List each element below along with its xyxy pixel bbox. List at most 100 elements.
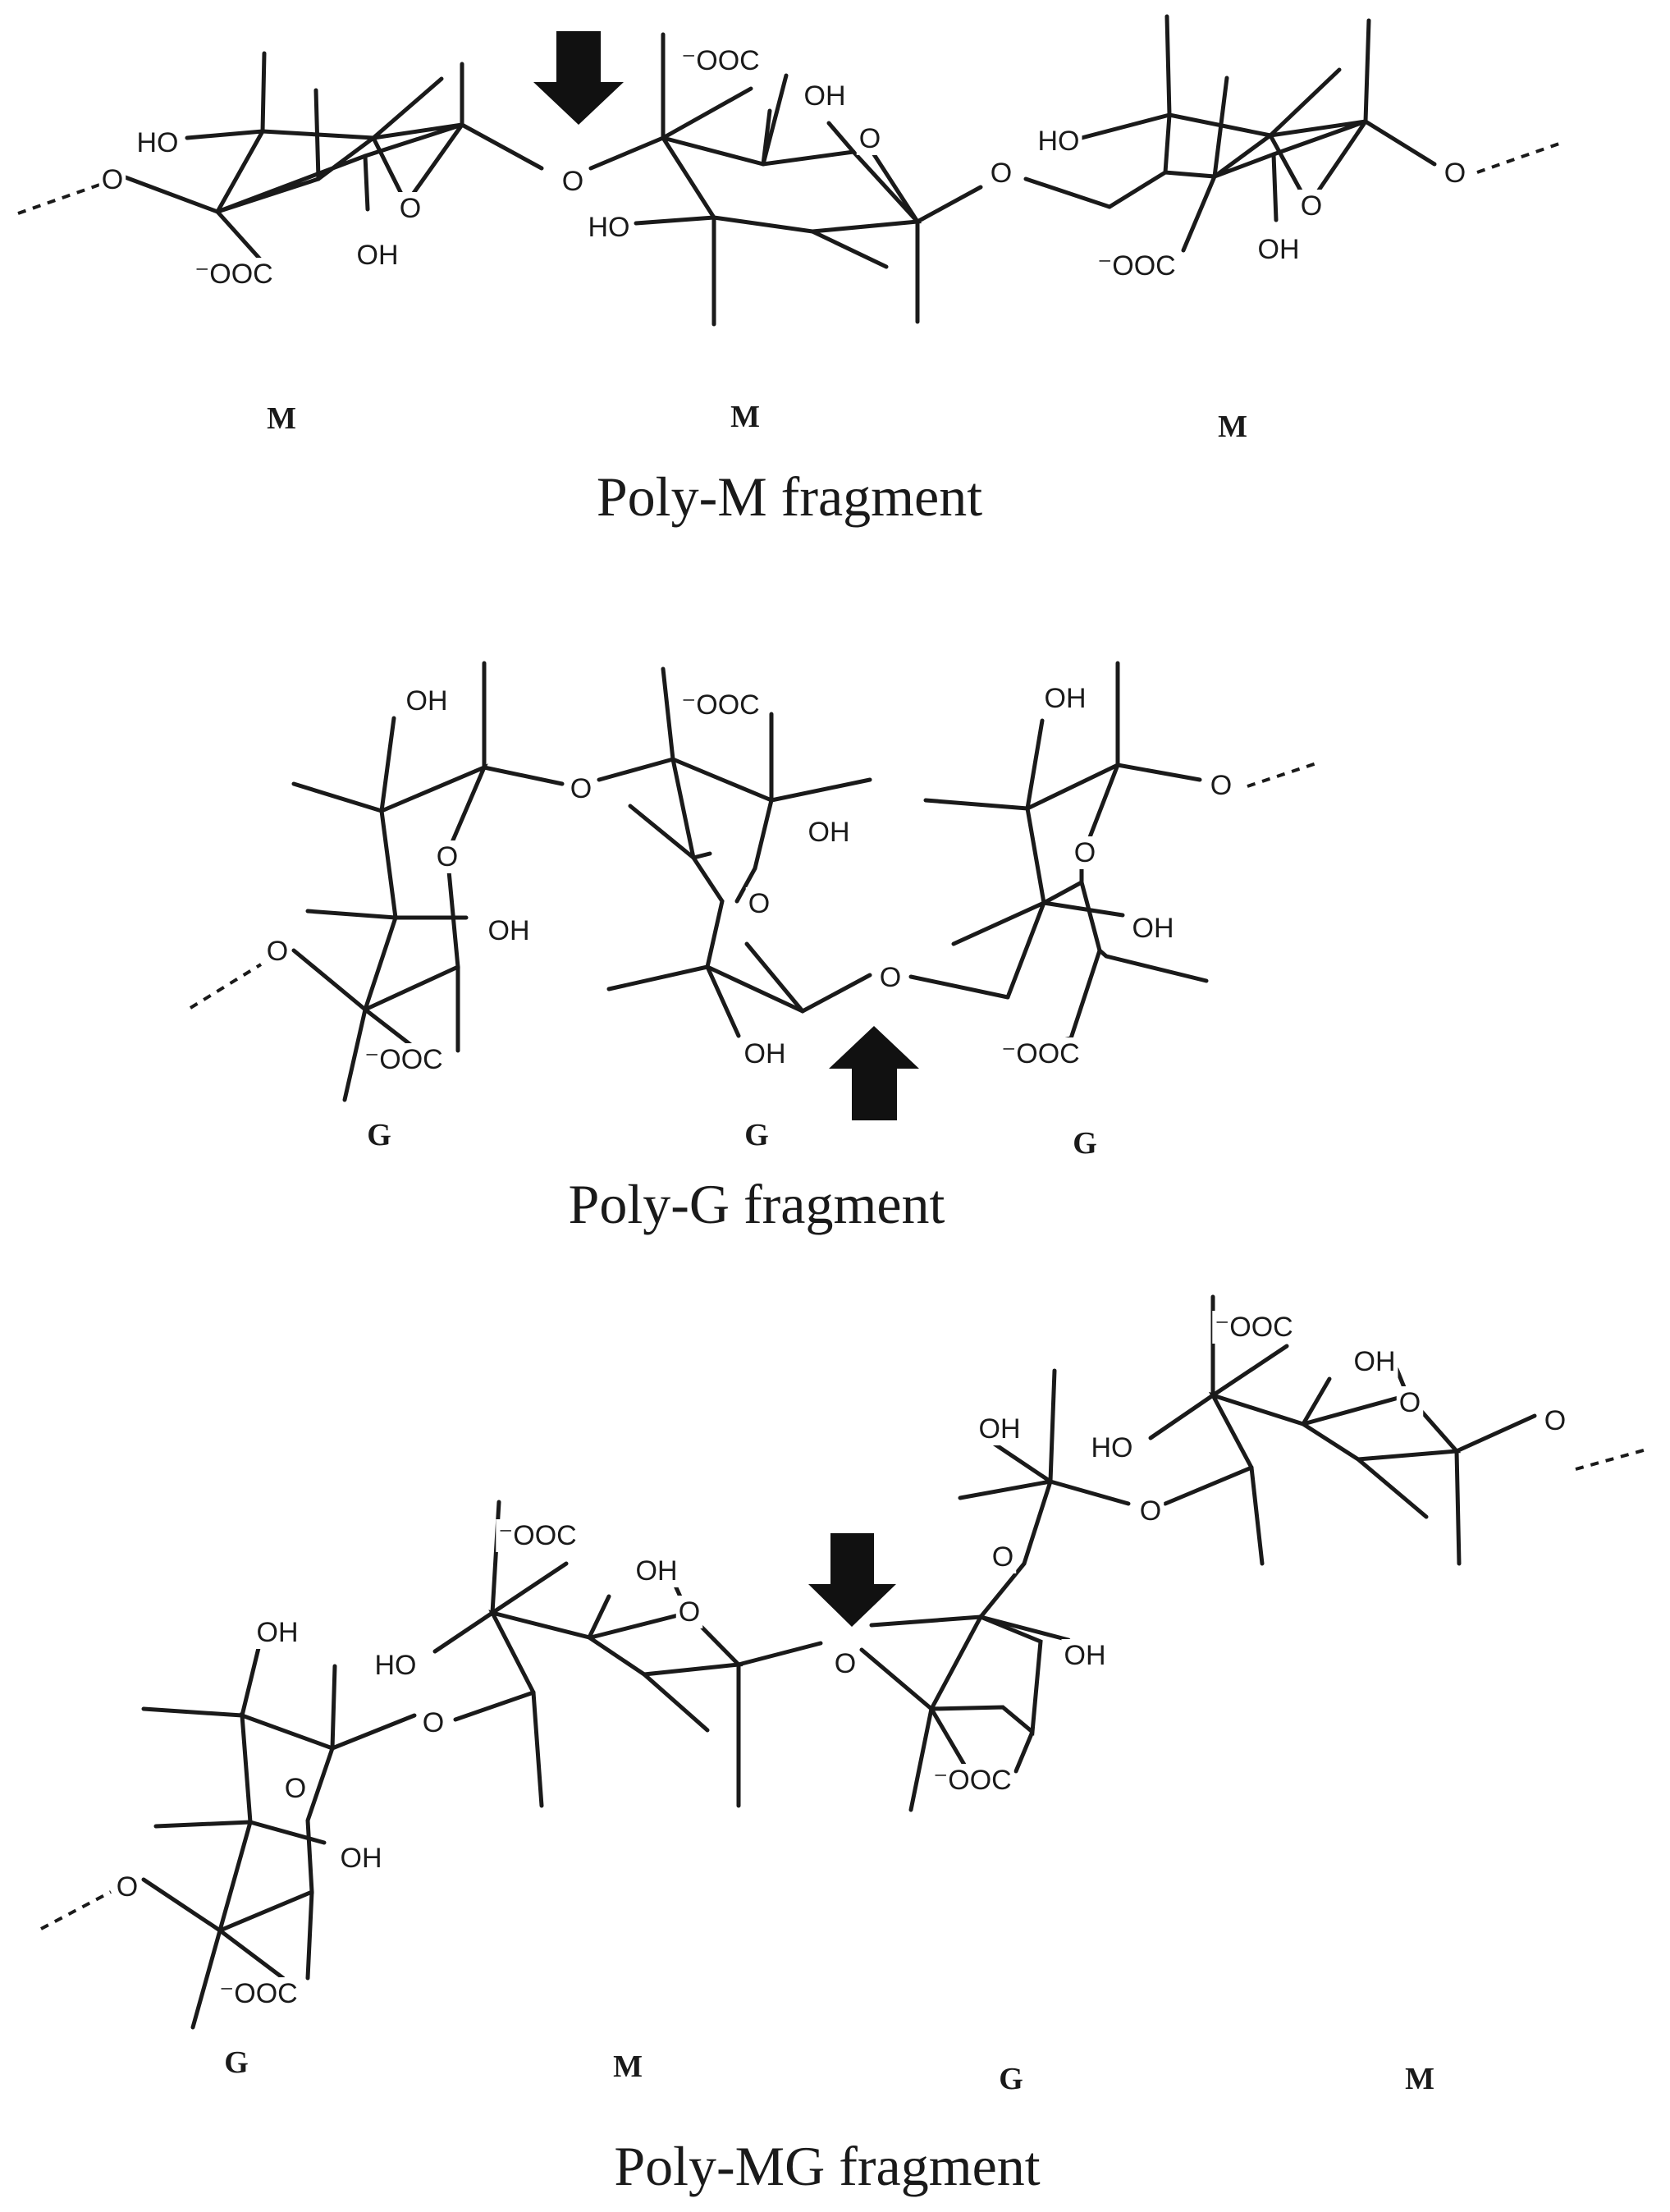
hydroxyl-label: OH xyxy=(808,817,850,848)
label-halo xyxy=(354,239,401,272)
label-halo xyxy=(1255,233,1302,266)
unit-label: G xyxy=(367,1118,391,1152)
label-halo xyxy=(931,1764,1014,1797)
ring-oxygen-label: O xyxy=(1544,1405,1566,1436)
poly-mg-unit-4-structure xyxy=(1148,1294,1537,1566)
hydroxyl-label: OH xyxy=(341,1843,382,1874)
ring-oxygen-label: O xyxy=(1399,1387,1421,1418)
label-halo xyxy=(1297,190,1325,222)
label-halo xyxy=(876,961,904,994)
label-halo xyxy=(396,192,424,225)
poly-m-unit-2-structure xyxy=(588,32,983,327)
poly-mg-unit-3-structure xyxy=(859,1368,1131,1812)
label-halo xyxy=(976,1413,1023,1445)
cleavage-arrow-up xyxy=(829,1026,919,1120)
label-halo xyxy=(1396,1386,1424,1419)
hydroxyl-label: OH xyxy=(636,1555,678,1587)
poly-g-fragment: O OH O OH ⁻OOC O ⁻OOC OH O OH O OH O OH … xyxy=(189,661,1322,1235)
label-halo xyxy=(337,1842,385,1875)
label-halo xyxy=(1207,769,1235,802)
carboxylate-label: ⁻OOC xyxy=(194,259,272,290)
label-halo xyxy=(134,126,181,159)
unit-label: M xyxy=(1218,410,1247,444)
label-halo xyxy=(741,1037,789,1070)
hydroxyl-label: OH xyxy=(1132,913,1174,944)
fragment-caption: Poly-M fragment xyxy=(597,465,982,528)
label-halo xyxy=(419,1706,447,1739)
poly-mg-unit-2-structure xyxy=(432,1500,823,1808)
ring-oxygen-label: O xyxy=(859,123,881,154)
poly-g-unit-3-structure xyxy=(908,661,1209,1051)
label-halo xyxy=(403,685,451,717)
hydroxyl-label: OH xyxy=(1354,1346,1396,1377)
ring-oxygen-label: O xyxy=(570,773,592,804)
poly-mg-atom-labels: O OH O OH ⁻OOC O HO ⁻OOC OH O O O OH ⁻OO… xyxy=(113,1311,1569,2010)
poly-g-unit-1-structure xyxy=(291,661,565,1102)
label-halo xyxy=(805,816,853,849)
hydroxyl-label: HO xyxy=(1091,1432,1133,1463)
hydroxyl-label: OH xyxy=(1064,1640,1106,1671)
label-halo xyxy=(1035,125,1082,158)
carboxylate-label: ⁻OOC xyxy=(681,689,759,721)
label-halo xyxy=(362,1043,446,1076)
label-halo xyxy=(372,1649,419,1682)
carboxylate-label: ⁻OOC xyxy=(1215,1312,1293,1343)
ring-oxygen-label: O xyxy=(1074,837,1096,868)
label-halo xyxy=(496,1519,579,1552)
ring-oxygen-label: O xyxy=(1301,190,1322,222)
poly-m-atom-labels: O HO ⁻OOC OH O O ⁻OOC OH O HO O HO ⁻OOC … xyxy=(98,44,1469,291)
hydroxyl-label: OH xyxy=(406,685,448,717)
label-halo xyxy=(113,1871,141,1903)
poly-m-fragment: O HO ⁻OOC OH O O ⁻OOC OH O HO O HO ⁻OOC … xyxy=(17,14,1560,528)
label-halo xyxy=(1441,157,1469,190)
label-halo xyxy=(679,689,762,721)
carboxylate-label: ⁻OOC xyxy=(681,45,759,76)
poly-mg-unit-1-structure xyxy=(141,1646,417,2030)
label-halo xyxy=(633,1555,680,1587)
poly-g-unit-2-structure xyxy=(597,666,872,1038)
ring-oxygen-label: O xyxy=(1210,770,1232,801)
label-halo xyxy=(485,914,533,947)
label-halo xyxy=(192,258,276,291)
label-halo xyxy=(281,1772,309,1805)
hydroxyl-label: OH xyxy=(744,1038,786,1069)
hydroxyl-label: HO xyxy=(375,1650,417,1681)
carboxylate-label: ⁻OOC xyxy=(1097,250,1175,282)
label-halo xyxy=(1041,682,1089,715)
label-halo xyxy=(567,772,595,805)
unit-label: M xyxy=(1405,2062,1434,2096)
hydroxyl-label: HO xyxy=(588,212,630,243)
ring-oxygen-label: O xyxy=(1140,1495,1161,1527)
label-halo xyxy=(263,935,291,968)
hydroxyl-label: OH xyxy=(1045,683,1087,714)
ring-oxygen-label: O xyxy=(880,962,901,993)
ring-oxygen-label: O xyxy=(117,1871,138,1903)
ring-oxygen-label: O xyxy=(400,193,421,224)
ring-oxygen-label: O xyxy=(992,1541,1013,1573)
hydroxyl-label: OH xyxy=(804,80,846,112)
unit-label: G xyxy=(224,2045,249,2080)
label-halo xyxy=(1129,912,1177,945)
poly-g-atom-labels: O OH O OH ⁻OOC O ⁻OOC OH O OH O OH O OH … xyxy=(263,682,1235,1076)
label-halo xyxy=(801,80,849,112)
cleavage-arrow-down xyxy=(533,31,624,125)
label-halo xyxy=(217,1977,300,2010)
label-halo xyxy=(831,1647,859,1680)
carboxylate-label: ⁻OOC xyxy=(219,1978,297,2009)
hydroxyl-label: HO xyxy=(137,127,179,158)
hydroxyl-label: OH xyxy=(257,1617,299,1648)
ring-oxygen-label: O xyxy=(991,158,1012,189)
fragment-caption: Poly-G fragment xyxy=(569,1173,945,1235)
fragment-caption: Poly-MG fragment xyxy=(614,2135,1040,2197)
label-halo xyxy=(679,44,762,77)
hydroxyl-label: OH xyxy=(488,915,530,946)
carboxylate-label: ⁻OOC xyxy=(498,1520,576,1551)
ring-oxygen-label: O xyxy=(1444,158,1466,189)
carboxylate-label: ⁻OOC xyxy=(933,1765,1011,1796)
carboxylate-label: ⁻OOC xyxy=(364,1044,442,1075)
hydroxyl-label: HO xyxy=(1038,126,1080,157)
ring-oxygen-label: O xyxy=(748,888,770,919)
label-halo xyxy=(856,122,884,155)
label-halo xyxy=(254,1616,301,1649)
